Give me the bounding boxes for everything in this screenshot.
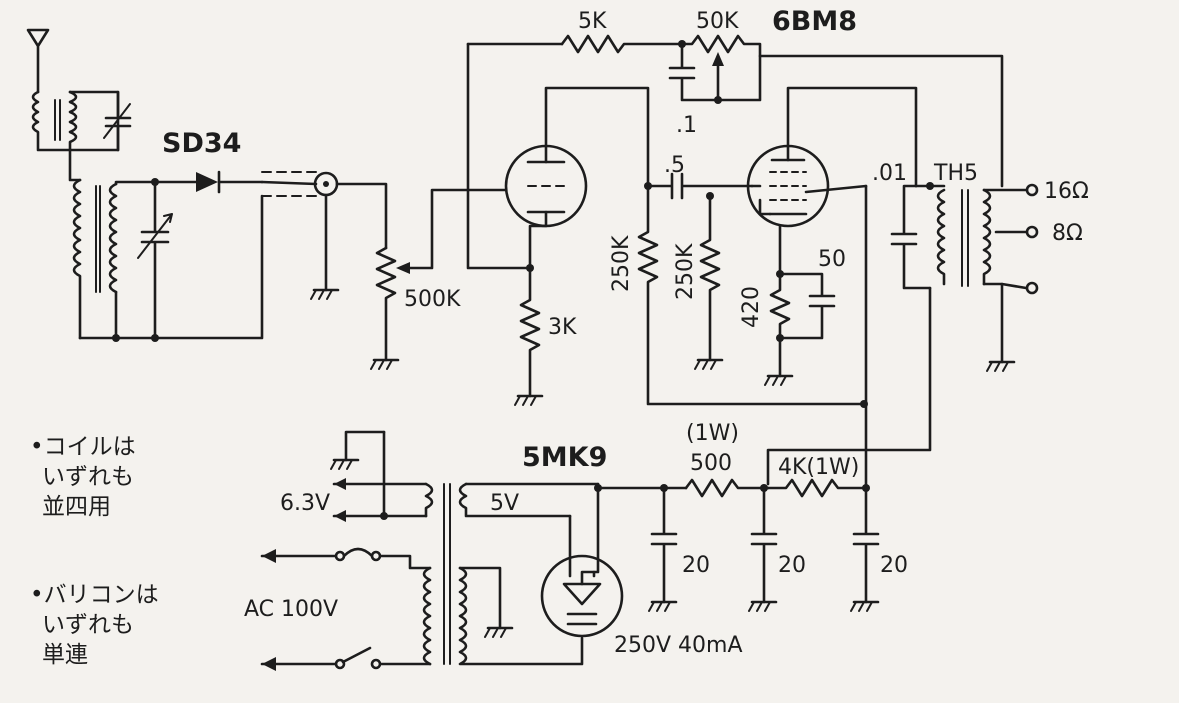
filter-r2-label: 4K(1W) xyxy=(778,455,859,480)
filter-capacitor-2 xyxy=(750,486,778,604)
filter-c1-label: 20 xyxy=(682,553,710,578)
output-transformer xyxy=(766,182,1039,486)
varicon-note-line-1: •バリコンは xyxy=(30,582,159,608)
tone-cap-label: .1 xyxy=(676,113,697,138)
filter-capacitor-1 xyxy=(650,486,678,604)
cathode2-label: 420 xyxy=(739,286,764,328)
coil-note-line-2: いずれも xyxy=(42,464,134,490)
filter-resistor-500 xyxy=(684,478,770,498)
volume-pot-label: 500K xyxy=(404,287,461,312)
ground-icon xyxy=(648,600,678,612)
ground-icon xyxy=(986,360,1016,372)
plate-resistor-label: 250K xyxy=(609,235,634,292)
filter-capacitor-3 xyxy=(852,486,880,604)
transformer-label: TH5 xyxy=(933,161,978,186)
varicon-note-line-3: 単連 xyxy=(42,642,88,668)
tuning-variable-capacitor xyxy=(137,180,173,340)
volume-potentiometer xyxy=(375,188,470,362)
coil-note: •コイルは いずれも 並四用 xyxy=(30,432,136,522)
filter-r1-label: 500 xyxy=(690,451,732,476)
filter-r1-watt-label: (1W) xyxy=(686,421,739,446)
shielded-cable xyxy=(260,171,388,292)
power-switch-icon xyxy=(260,646,432,671)
triode-tube xyxy=(466,86,650,272)
ground-icon xyxy=(694,358,724,370)
filter-c2-label: 20 xyxy=(778,553,806,578)
cathode-bypass-capacitor xyxy=(778,272,836,340)
ground-icon xyxy=(764,374,794,386)
tone-pot-label: 50K xyxy=(696,9,739,34)
coil-note-line-3: 並四用 xyxy=(42,494,111,520)
filter-c3-label: 20 xyxy=(880,553,908,578)
antenna-icon xyxy=(26,28,50,94)
varicon-note-line-2: いずれも xyxy=(42,612,134,638)
supply-label: 250V 40mA xyxy=(614,633,743,658)
ground-icon xyxy=(850,600,880,612)
plate-cap-label: .01 xyxy=(872,161,907,186)
mains-label: AC 100V xyxy=(244,597,338,622)
ground-icon xyxy=(370,358,400,370)
grid-leak-resistor xyxy=(699,194,721,362)
tone-potentiometer xyxy=(680,34,1004,188)
triode-cathode-resistor xyxy=(519,268,541,398)
coupling-cap-label: .5 xyxy=(664,153,685,178)
coupling-capacitor xyxy=(646,172,754,200)
cathode1-label: 3K xyxy=(548,315,577,340)
pentode-tube xyxy=(746,86,918,276)
ground-icon xyxy=(748,600,778,612)
rectifier-tube xyxy=(540,482,624,638)
rf-coil xyxy=(72,178,157,340)
filter-resistor-4k xyxy=(762,478,868,498)
diode-label: SD34 xyxy=(162,128,241,159)
plate-load-resistor xyxy=(637,184,866,406)
rectifier-label: 5MK9 xyxy=(522,442,607,473)
ground-icon xyxy=(310,288,340,300)
tone-capacitor xyxy=(668,42,762,102)
diode-symbol xyxy=(153,170,264,194)
coil-note-line-1: •コイルは xyxy=(30,434,136,460)
feedback-resistor xyxy=(560,34,684,54)
feedback-resistor-label: 5K xyxy=(578,9,607,34)
grid-resistor-label: 250K xyxy=(673,243,698,300)
bypass-cap-label: 50 xyxy=(818,247,846,272)
power-transformer xyxy=(332,430,600,666)
fuse-icon xyxy=(260,547,432,570)
ground-icon xyxy=(484,626,514,638)
antenna-coil xyxy=(31,90,120,152)
rect-heater-label: 5V xyxy=(490,491,519,516)
tube-label: 6BM8 xyxy=(772,6,857,37)
varicon-note: •バリコンは いずれも 単連 xyxy=(30,580,159,670)
heater-label: 6.3V xyxy=(280,491,330,516)
pentode-cathode-resistor xyxy=(769,272,791,378)
tap8-label: 8Ω xyxy=(1052,221,1083,246)
antenna-trimmer-capacitor xyxy=(103,90,132,152)
ground-icon xyxy=(514,394,544,406)
ground-icon xyxy=(330,458,360,470)
tap16-label: 16Ω xyxy=(1044,179,1089,204)
